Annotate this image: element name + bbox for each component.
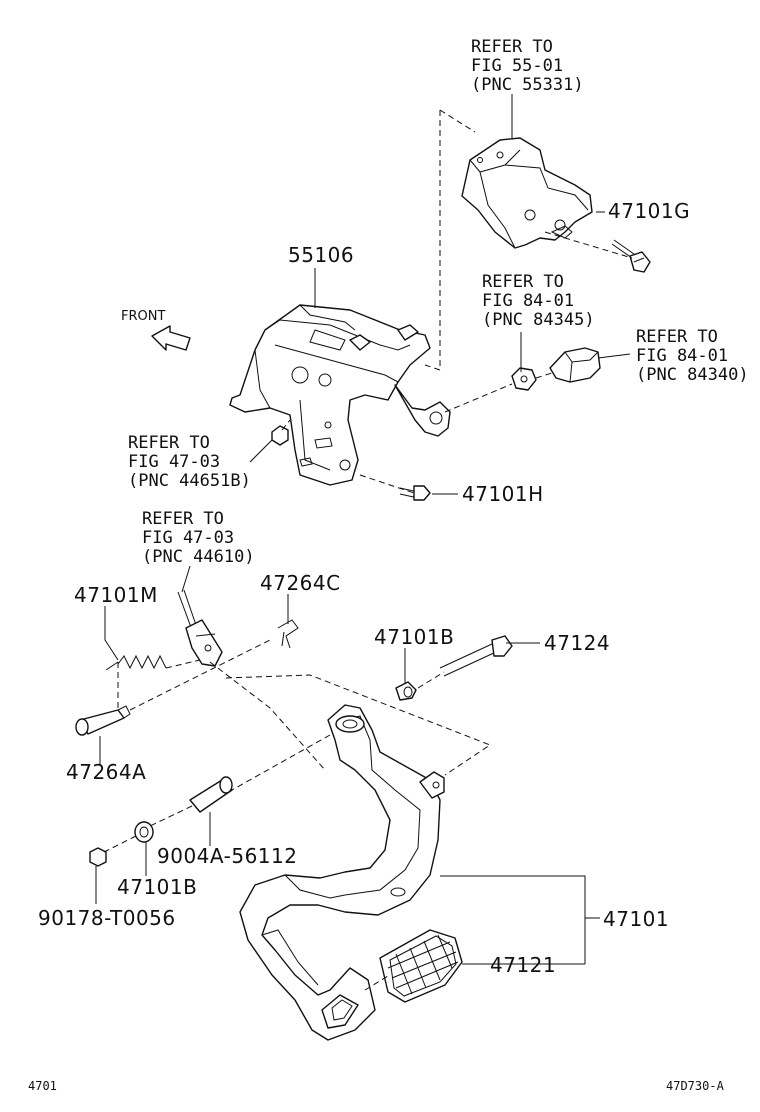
callout-line: (PNC 44610) bbox=[142, 547, 255, 567]
callout-line: REFER TO bbox=[128, 433, 210, 453]
callout-line: (PNC 44651B) bbox=[128, 471, 251, 491]
callout-line: FIG 47-03 bbox=[128, 452, 220, 472]
bolt-47101g-drawing bbox=[611, 239, 651, 273]
part-label-55106: 55106 bbox=[288, 243, 354, 267]
return-spring-drawing bbox=[105, 654, 167, 671]
callout-line: FIG 84-01 bbox=[636, 346, 728, 366]
callout-line: FIG 84-01 bbox=[482, 291, 574, 311]
callout-fig-47-03-b: REFER TO FIG 47-03 (PNC 44610) bbox=[142, 509, 255, 567]
callout-line: REFER TO bbox=[482, 272, 564, 292]
callout-line: (PNC 84340) bbox=[636, 365, 749, 385]
part-label-47121: 47121 bbox=[490, 953, 556, 977]
assembly-lines bbox=[103, 109, 633, 991]
nut-44651b-drawing bbox=[271, 425, 289, 446]
pivot-bolt-drawing bbox=[439, 635, 513, 677]
part-label-90178-t0056: 90178-T0056 bbox=[38, 906, 176, 930]
upper-bracket-drawing bbox=[461, 137, 593, 249]
clevis-pin-drawing bbox=[75, 705, 131, 736]
push-rod-clevis-drawing bbox=[177, 589, 223, 667]
callout-line: FIG 47-03 bbox=[142, 528, 234, 548]
figure-id: 4701 bbox=[28, 1079, 57, 1093]
callout-line: REFER TO bbox=[471, 37, 553, 57]
stop-lamp-switch-drawing bbox=[549, 347, 601, 383]
nut-90178-drawing bbox=[89, 847, 107, 867]
part-label-47101: 47101 bbox=[603, 907, 669, 931]
front-arrow: FRONT bbox=[121, 309, 191, 351]
callout-fig-84-01-a: REFER TO FIG 84-01 (PNC 84345) bbox=[482, 272, 595, 330]
part-label-47101b-bottom: 47101B bbox=[117, 875, 197, 899]
bushing-drawing bbox=[189, 776, 233, 813]
callout-line: (PNC 84345) bbox=[482, 310, 595, 330]
drawing-id: 47D730-A bbox=[666, 1079, 725, 1093]
callout-fig-47-03-a: REFER TO FIG 47-03 (PNC 44651B) bbox=[128, 433, 251, 491]
part-label-9004a-56112: 9004A-56112 bbox=[157, 844, 297, 868]
callout-line: REFER TO bbox=[142, 509, 224, 529]
callout-fig-84-01-b: REFER TO FIG 84-01 (PNC 84340) bbox=[636, 327, 749, 385]
part-label-47101g: 47101G bbox=[608, 199, 690, 223]
callout-line: FIG 55-01 bbox=[471, 56, 563, 76]
callout-fig-55-01: REFER TO FIG 55-01 (PNC 55331) bbox=[471, 37, 584, 95]
bolt-47101h-drawing bbox=[399, 485, 431, 501]
brake-pedal-lever-drawing bbox=[239, 704, 445, 1041]
collar-47101b-bottom-drawing bbox=[134, 821, 154, 843]
part-label-47101b-top: 47101B bbox=[374, 625, 454, 649]
part-label-47264a: 47264A bbox=[66, 760, 146, 784]
clip-47264c-drawing bbox=[277, 619, 299, 649]
part-label-47124: 47124 bbox=[544, 631, 610, 655]
front-label: FRONT bbox=[121, 309, 165, 324]
pedal-support-bracket-drawing bbox=[229, 304, 451, 486]
pedal-pad-drawing bbox=[379, 929, 463, 1003]
callout-line: (PNC 55331) bbox=[471, 75, 584, 95]
leader-lines bbox=[95, 94, 631, 965]
part-label-47264c: 47264C bbox=[260, 571, 341, 595]
clip-84345-drawing bbox=[511, 367, 537, 391]
part-label-47101h: 47101H bbox=[462, 482, 544, 506]
part-label-47101m: 47101M bbox=[74, 583, 158, 607]
collar-47101b-top-drawing bbox=[395, 681, 417, 701]
front-arrow-icon bbox=[151, 325, 191, 351]
callout-line: REFER TO bbox=[636, 327, 718, 347]
